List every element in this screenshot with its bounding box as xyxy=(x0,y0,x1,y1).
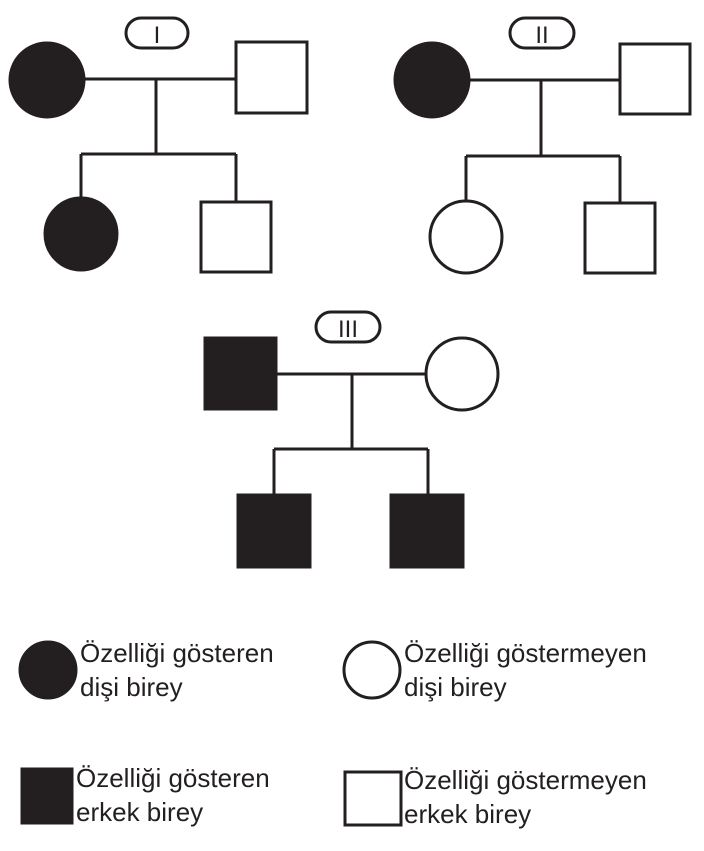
family-III-mother-symbol xyxy=(424,336,500,412)
family-I-mother-symbol xyxy=(8,41,86,119)
family-I: I xyxy=(8,16,309,274)
family-I-label: I xyxy=(154,22,161,49)
legend-affected-female-symbol xyxy=(18,640,78,700)
family-III: III xyxy=(203,310,500,569)
family-II: II xyxy=(393,16,692,275)
family-III-child1-symbol xyxy=(236,493,312,569)
legend-affected-male-line2: erkek birey xyxy=(76,797,204,827)
family-II-father-symbol xyxy=(618,42,692,116)
legend-affected-male-text: Özelliği gösteren erkek birey xyxy=(76,761,270,829)
legend-unaffected-female-line2: dişi birey xyxy=(404,672,507,702)
legend-affected-female-text: Özelliği gösteren dişi birey xyxy=(80,636,274,704)
family-I-father-symbol xyxy=(234,40,309,115)
legend-unaffected-female-line1: Özelliği göstermeyen xyxy=(404,638,647,668)
legend-affected-female-line1: Özelliği gösteren xyxy=(80,638,274,668)
legend-unaffected-female-text: Özelliği göstermeyen dişi birey xyxy=(404,636,647,704)
family-II-label-box xyxy=(508,16,576,50)
family-II-child1-symbol xyxy=(428,199,504,275)
family-II-child2-symbol xyxy=(583,201,657,275)
legend-affected-male-line1: Özelliği gösteren xyxy=(76,763,270,793)
family-III-child2-symbol xyxy=(389,493,465,569)
legend-affected-female-line2: dişi birey xyxy=(80,672,183,702)
legend-affected-male-symbol xyxy=(20,767,74,825)
family-I-label-box xyxy=(124,16,190,50)
legend-unaffected-male-line1: Özelliği göstermeyen xyxy=(404,765,647,795)
family-II-mother-symbol xyxy=(393,41,471,119)
family-I-child1-symbol xyxy=(43,196,119,272)
legend-unaffected-male-text: Özelliği göstermeyen erkek birey xyxy=(404,763,647,831)
family-II-label: II xyxy=(535,22,548,49)
legend-unaffected-male-symbol xyxy=(343,770,403,827)
family-I-child2-symbol xyxy=(199,200,273,274)
legend-unaffected-female-symbol xyxy=(342,640,402,700)
family-III-label-box xyxy=(314,310,382,344)
legend-unaffected-male-line2: erkek birey xyxy=(404,799,532,829)
family-III-label: III xyxy=(338,316,358,343)
family-III-father-symbol xyxy=(203,336,278,411)
legend-symbols xyxy=(18,640,403,827)
